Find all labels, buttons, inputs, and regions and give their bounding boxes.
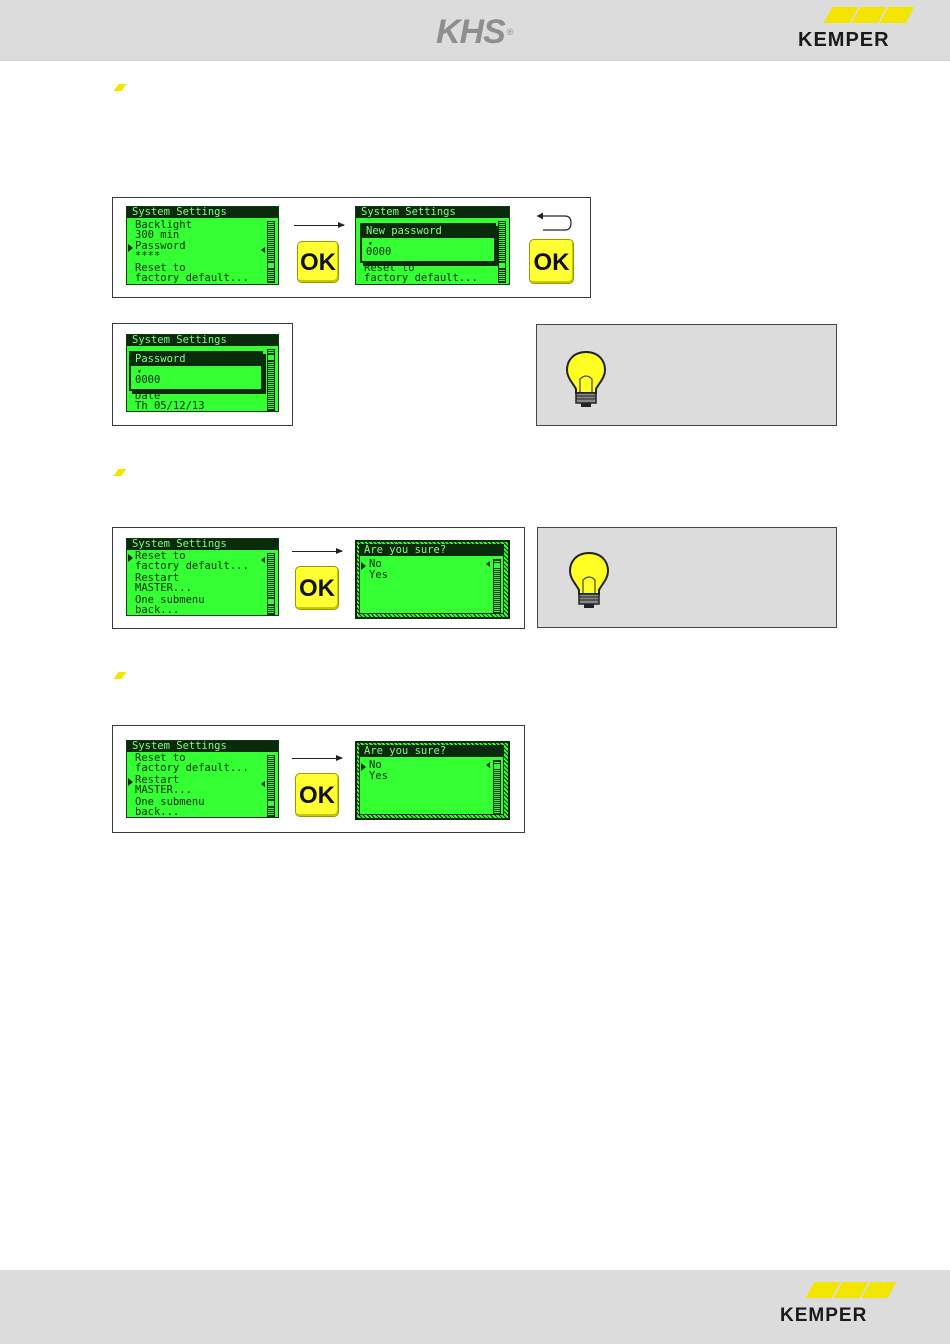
dialog-option-no[interactable]: No [369,759,382,771]
scrollbar-thumb [498,262,506,269]
lcd-screen-password-edit: System Settings Password ▾ 0000 Date Th … [126,334,279,412]
scrollbar [267,553,275,615]
confirm-dialog: Are you sure? No Yes [359,745,504,815]
scrollbar-thumb [493,562,501,569]
return-arrow-icon [537,212,572,231]
dialog-option-no[interactable]: No [369,558,382,570]
caret-up-icon: ▾ [368,239,373,248]
menu-row: MASTER... [135,582,192,594]
selection-arrow-icon [361,763,366,771]
arrow-right-icon [294,222,345,228]
ok-button[interactable]: OK [529,239,574,284]
page-footer: KEMPER [0,1270,950,1344]
lightbulb-icon [565,350,607,407]
menu-row: factory default... [135,762,249,774]
kemper-logo: KEMPER [798,7,938,51]
confirm-dialog: Are you sure? No Yes [359,544,504,614]
section-bullet-icon [113,469,127,476]
menu-row: Reset to [135,752,186,764]
scroll-indicator-icon [261,557,265,563]
arrow-right-icon [292,548,343,554]
lcd-screen-confirm-reset: Are you sure? No Yes [355,540,510,619]
menu-row: Reset to [135,550,186,562]
selection-arrow-icon [128,244,133,252]
dialog-title: Are you sure? [360,746,503,757]
lcd-screen-restart-menu: System Settings Reset to factory default… [126,740,279,818]
lightbulb-icon [568,551,610,608]
tip-box [537,527,837,628]
menu-row: One submenu [135,594,205,606]
scroll-indicator-icon [261,247,265,253]
menu-row: back... [135,604,180,616]
caret-up-icon: ▾ [137,367,142,376]
scrollbar-thumb [267,598,275,605]
menu-row: 300 min [135,229,180,241]
menu-row: MASTER... [135,784,192,796]
scrollbar-thumb [267,800,275,807]
password-value: 0000 [366,246,392,258]
scrollbar [267,349,275,411]
popup-title: New password [362,225,494,238]
dialog-option-yes[interactable]: Yes [369,770,388,782]
selection-arrow-icon [128,554,133,562]
menu-row: Date [135,390,161,402]
menu-row: Th 05/12/13 [135,400,205,412]
scrollbar-thumb [493,763,501,770]
scrollbar-thumb [267,354,275,361]
menu-row: Restart [135,572,180,584]
scrollbar [267,755,275,817]
ok-button[interactable]: OK [295,566,339,610]
password-popup: Password ▾ 0000 [129,351,263,391]
scrollbar-thumb [267,262,275,269]
lcd-screen-password-menu: System Settings Backlight 300 min Passwo… [126,206,279,285]
popup-title: Password [131,353,261,366]
lcd-title: System Settings [127,335,278,346]
menu-row: back... [135,806,180,818]
lcd-title: System Settings [127,539,278,550]
scrollbar [267,221,275,283]
menu-row: Reset to [364,262,415,274]
popup-shadow [363,263,499,266]
popup-shadow [132,391,266,394]
scroll-indicator-icon [486,762,490,768]
selection-arrow-icon [361,562,366,570]
section-bullet-icon [113,672,127,679]
lcd-screen-new-password: System Settings New password ▾ 0000 Rese… [355,206,510,285]
khs-logo: KHS® [436,13,513,51]
menu-row: Backlight [135,219,192,231]
password-popup: New password ▾ 0000 [360,223,496,263]
scroll-indicator-icon [261,781,265,787]
lcd-screen-reset-menu: System Settings Reset to factory default… [126,538,279,616]
menu-row: factory default... [364,272,478,284]
popup-shadow [496,226,499,266]
section-bullet-icon [113,84,127,91]
scrollbar [493,559,501,614]
ok-button[interactable]: OK [295,773,339,817]
ok-button[interactable]: OK [297,241,339,283]
lcd-title: System Settings [127,207,278,218]
menu-row: One submenu [135,796,205,808]
menu-row: Restart [135,774,180,786]
menu-row: factory default... [135,272,249,284]
tip-box [536,324,837,426]
kemper-logo: KEMPER [780,1282,920,1326]
dialog-title: Are you sure? [360,545,503,556]
lcd-screen-confirm-restart: Are you sure? No Yes [355,741,510,820]
menu-row: Password [135,240,186,252]
scrollbar [493,760,501,815]
page-header: KHS® KEMPER [0,0,950,61]
dialog-option-yes[interactable]: Yes [369,569,388,581]
arrow-right-icon [292,755,343,761]
popup-shadow [263,354,266,394]
selection-arrow-icon [128,778,133,786]
menu-row: Reset to [135,262,186,274]
scroll-indicator-icon [486,561,490,567]
menu-row: **** [135,250,161,262]
scrollbar [498,221,506,283]
menu-row: factory default... [135,560,249,572]
password-value: 0000 [135,374,161,386]
lcd-title: System Settings [127,741,278,752]
lcd-title: System Settings [356,207,509,218]
